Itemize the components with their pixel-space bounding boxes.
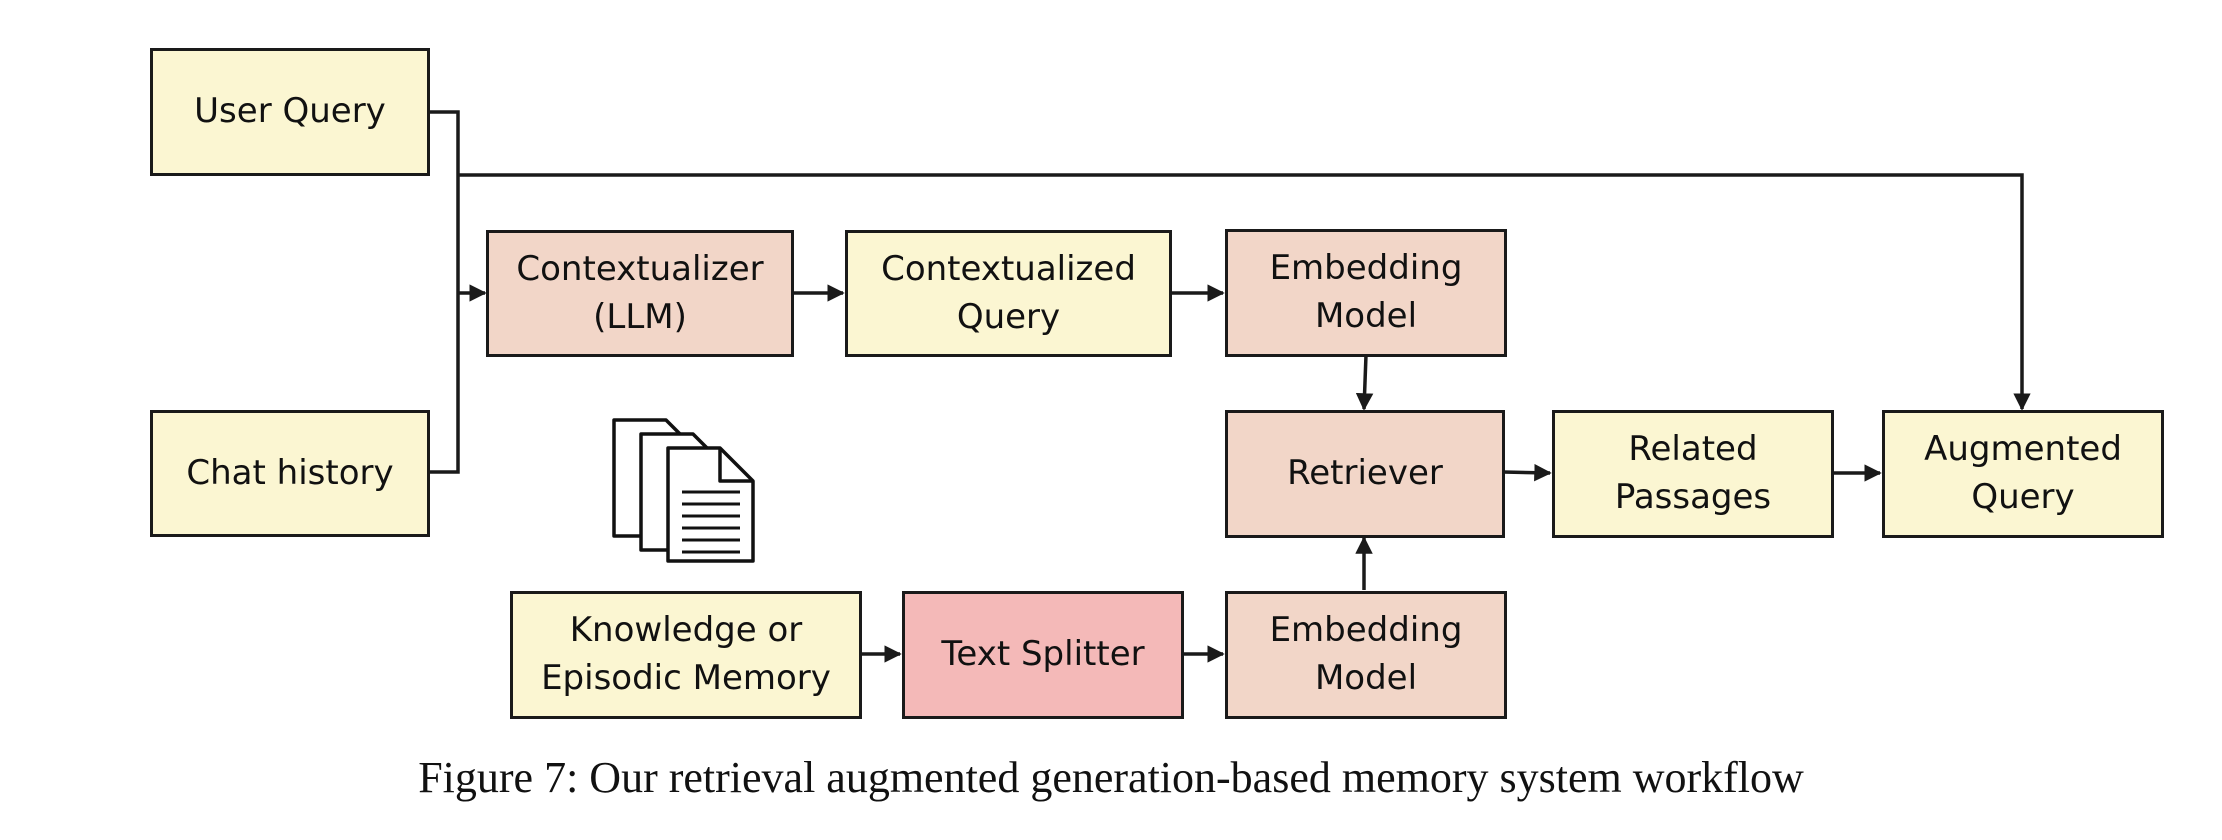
related-passages-box: Related Passages xyxy=(1552,410,1834,538)
text-splitter-label: Text Splitter xyxy=(941,634,1145,675)
retriever-label: Retriever xyxy=(1287,453,1443,494)
augmented-query-box: Augmented Query xyxy=(1882,410,2164,538)
embedding-model-bottom-label: Embedding Model xyxy=(1269,610,1463,698)
knowledge-memory-label: Knowledge or Episodic Memory xyxy=(541,610,831,698)
knowledge-memory-box: Knowledge or Episodic Memory xyxy=(510,591,862,719)
user-query-box: User Query xyxy=(150,48,430,176)
arrow-embedding-to-retriever xyxy=(1355,354,1374,411)
arrow-to-augmented-query xyxy=(458,173,2031,411)
embedding-model-bottom-box: Embedding Model xyxy=(1225,591,1507,719)
text-splitter-box: Text Splitter xyxy=(902,591,1184,719)
chat-history-label: Chat history xyxy=(186,452,394,493)
contextualized-query-box: Contextualized Query xyxy=(845,230,1172,357)
retriever-box: Retriever xyxy=(1225,410,1505,538)
chat-history-box: Chat history xyxy=(150,410,430,537)
augmented-query-label: Augmented Query xyxy=(1924,429,2122,517)
arrow-retriever-to-passages xyxy=(1502,463,1552,482)
figure-caption: Figure 7: Our retrieval augmented genera… xyxy=(418,753,1804,802)
contextualized-query-label: Contextualized Query xyxy=(881,248,1136,337)
user-query-label: User Query xyxy=(194,91,386,132)
user-query-connector xyxy=(428,110,460,474)
documents-icon xyxy=(612,418,755,563)
embedding-model-top-box: Embedding Model xyxy=(1225,229,1507,357)
contextualizer-label: Contextualizer (LLM) xyxy=(516,248,764,337)
embedding-model-top-label: Embedding Model xyxy=(1269,248,1463,336)
related-passages-label: Related Passages xyxy=(1614,429,1772,517)
contextualizer-box: Contextualizer (LLM) xyxy=(486,230,794,357)
